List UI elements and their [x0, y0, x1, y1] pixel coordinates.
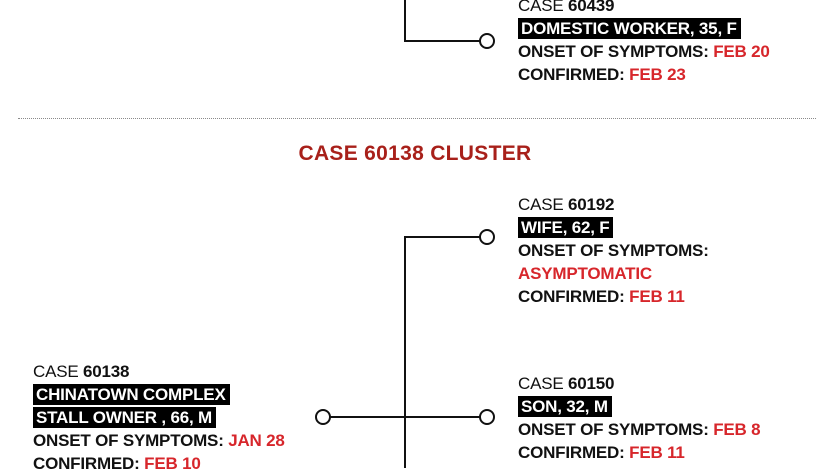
- case-id-line: CASE 60192: [518, 193, 709, 216]
- node-index-case: [315, 409, 331, 425]
- onset-value: JAN 28: [228, 431, 285, 450]
- onset-value: ASYMPTOMATIC: [518, 264, 652, 283]
- onset-label: ONSET OF SYMPTOMS:: [518, 42, 709, 61]
- case-prefix: CASE: [33, 362, 79, 381]
- case-id-line: CASE 60439: [518, 0, 770, 17]
- confirmed-label: CONFIRMED:: [518, 65, 625, 84]
- cluster-title: CASE 60138 CLUSTER: [298, 142, 532, 165]
- confirmed-value: FEB 11: [629, 443, 685, 462]
- case-description-line-2: STALL OWNER , 66, M: [33, 406, 285, 429]
- case-description-line: WIFE, 62, F: [518, 216, 709, 239]
- confirmed-label: CONFIRMED:: [33, 454, 140, 473]
- confirmed-line: CONFIRMED: FEB 11: [518, 285, 709, 308]
- confirmed-label: CONFIRMED:: [518, 287, 625, 306]
- onset-value-line: ASYMPTOMATIC: [518, 262, 709, 285]
- case-description: WIFE, 62, F: [518, 217, 614, 238]
- confirmed-line: CONFIRMED: FEB 23: [518, 63, 770, 86]
- case-description-line: DOMESTIC WORKER, 35, F: [518, 17, 770, 40]
- case-description-2: STALL OWNER , 66, M: [33, 407, 216, 428]
- confirmed-value: FEB 23: [629, 65, 686, 84]
- confirmed-line: CONFIRMED: FEB 10: [33, 452, 285, 475]
- onset-line: ONSET OF SYMPTOMS:: [518, 239, 709, 262]
- case-prefix: CASE: [518, 195, 564, 214]
- confirmed-label: CONFIRMED:: [518, 443, 625, 462]
- onset-label: ONSET OF SYMPTOMS:: [33, 431, 224, 450]
- onset-value: FEB 20: [713, 42, 770, 61]
- case-card-60138: CASE 60138 CHINATOWN COMPLEX STALL OWNER…: [33, 360, 285, 475]
- onset-value: FEB 8: [713, 420, 761, 439]
- onset-line: ONSET OF SYMPTOMS: JAN 28: [33, 429, 285, 452]
- confirmed-value: FEB 10: [144, 454, 201, 473]
- case-description: SON, 32, M: [518, 396, 612, 417]
- case-prefix: CASE: [518, 0, 564, 15]
- onset-line: ONSET OF SYMPTOMS: FEB 20: [518, 40, 770, 63]
- onset-line: ONSET OF SYMPTOMS: FEB 8: [518, 418, 761, 441]
- case-card-60150: CASE 60150 SON, 32, M ONSET OF SYMPTOMS:…: [518, 372, 761, 464]
- case-number: 60439: [568, 0, 615, 15]
- connector-trunk: [404, 236, 480, 468]
- case-id-line: CASE 60150: [518, 372, 760, 395]
- confirmed-value: FEB 11: [629, 287, 685, 306]
- confirmed-line: CONFIRMED: FEB 11: [518, 441, 760, 464]
- case-number: 60138: [83, 362, 130, 381]
- case-number: 60150: [568, 374, 615, 393]
- case-description-line: SON, 32, M: [518, 395, 760, 418]
- case-description-1: CHINATOWN COMPLEX: [33, 384, 230, 405]
- case-id-line: CASE 60138: [33, 360, 285, 383]
- onset-label: ONSET OF SYMPTOMS:: [518, 241, 709, 260]
- case-description-line-1: CHINATOWN COMPLEX: [33, 383, 285, 406]
- node-top-case: [479, 33, 495, 49]
- case-prefix: CASE: [518, 374, 564, 393]
- section-divider: [18, 118, 816, 119]
- onset-label: ONSET OF SYMPTOMS:: [518, 420, 709, 439]
- case-card-60192: CASE 60192 WIFE, 62, F ONSET OF SYMPTOMS…: [518, 193, 709, 308]
- node-contact-60150: [479, 409, 495, 425]
- case-description: DOMESTIC WORKER, 35, F: [518, 18, 741, 39]
- connector-top-case: [404, 0, 480, 42]
- case-number: 60192: [568, 195, 615, 214]
- case-card-60439: CASE 60439 DOMESTIC WORKER, 35, F ONSET …: [518, 0, 770, 86]
- node-contact-60192: [479, 229, 495, 245]
